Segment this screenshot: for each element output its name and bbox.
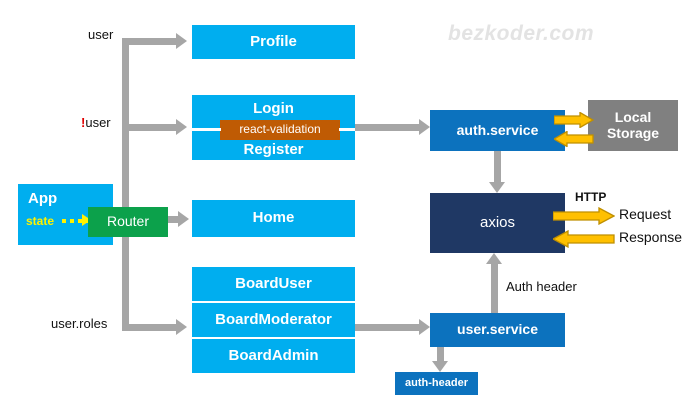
edge-auth-line: [355, 124, 419, 131]
component-home[interactable]: Home: [192, 200, 355, 237]
edge-auth-header-box-arrow: [432, 361, 448, 372]
edge-auth-header-line: [491, 264, 498, 313]
component-register[interactable]: Register: [243, 140, 304, 158]
gold-arrow-response: [553, 230, 615, 248]
router-trunk-line: [122, 40, 129, 328]
state-arrow-icon: [82, 214, 91, 226]
local-storage-line1: Local: [614, 109, 652, 126]
component-board-moderator[interactable]: BoardModerator: [192, 303, 355, 337]
component-react-validation[interactable]: react-validation: [220, 120, 340, 140]
gold-arrow-from-storage: [554, 131, 594, 147]
branch-line-login: [122, 124, 176, 131]
branch-arrow-boards: [176, 319, 187, 335]
state-label: state: [26, 214, 55, 228]
bang-glyph: !: [81, 115, 86, 130]
service-auth[interactable]: auth.service: [430, 110, 565, 151]
request-label: Request: [619, 206, 672, 222]
edge-auth-arrow: [419, 119, 430, 135]
validation-right-gap: [339, 128, 356, 131]
local-storage-box[interactable]: Local Storage: [588, 100, 678, 151]
edge-auth-axios-arrow: [489, 182, 505, 193]
service-axios[interactable]: axios: [430, 193, 565, 253]
auth-header-box[interactable]: auth-header: [395, 372, 478, 395]
component-board-user[interactable]: BoardUser: [192, 267, 355, 301]
edge-auth-axios-line: [494, 151, 501, 184]
http-label: HTTP: [575, 190, 607, 204]
service-user[interactable]: user.service: [430, 313, 565, 347]
gold-arrow-request: [553, 207, 615, 225]
local-storage-line2: Storage: [606, 124, 660, 141]
validation-left-gap: [192, 128, 221, 131]
guard-label-user-roles: user.roles: [51, 316, 108, 331]
router-box[interactable]: Router: [88, 207, 168, 237]
watermark-bezkoder: bezkoder.com: [448, 22, 595, 45]
branch-line-profile: [122, 38, 176, 45]
branch-arrow-login: [176, 119, 187, 135]
component-board-admin[interactable]: BoardAdmin: [192, 339, 355, 373]
component-profile[interactable]: Profile: [192, 25, 355, 59]
edge-auth-header-box-line: [437, 347, 444, 363]
edge-user-service-line: [355, 324, 419, 331]
guard-label-not-user: !user: [81, 115, 111, 130]
guard-label-not-user-text: user: [85, 115, 111, 130]
branch-line-home: [166, 216, 182, 223]
branch-line-boards: [122, 324, 176, 331]
app-label: App: [28, 190, 58, 207]
edge-auth-header-arrow: [486, 253, 502, 264]
response-label: Response: [619, 229, 683, 245]
component-login[interactable]: Login: [253, 99, 294, 117]
state-dotted-line: [62, 219, 88, 223]
branch-arrow-profile: [176, 33, 187, 49]
gold-arrow-to-storage: [554, 112, 594, 128]
auth-header-label: Auth header: [506, 279, 577, 294]
branch-arrow-home: [178, 211, 189, 227]
edge-user-service-arrow: [419, 319, 430, 335]
guard-label-user: user: [88, 27, 114, 42]
